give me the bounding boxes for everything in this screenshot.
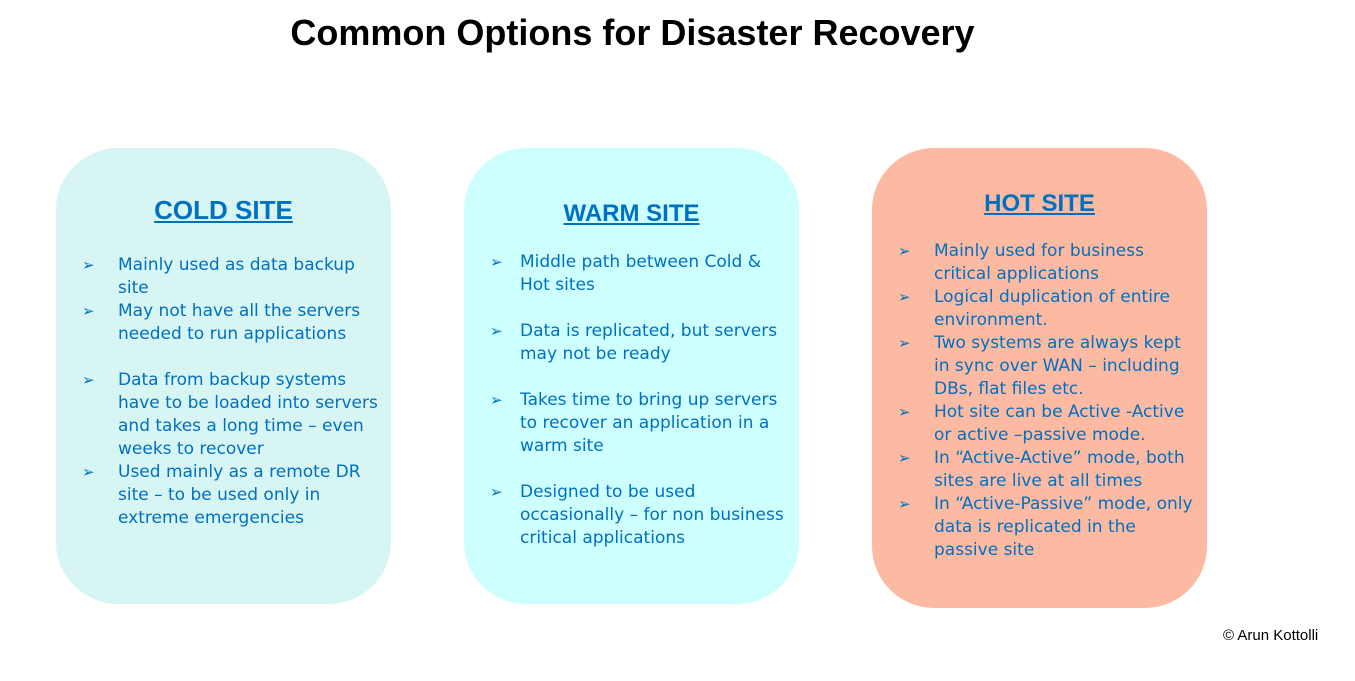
arrow-bullet-icon: ➢ bbox=[898, 288, 911, 306]
bullet-item: ➢ Mainly used for business critical appli… bbox=[872, 240, 1207, 286]
bullet-text: Used mainly as a remote DR site – to be … bbox=[118, 462, 361, 528]
bullet-item: ➢ In “Active-Passive” mode, only data is … bbox=[872, 493, 1207, 562]
bullet-text: Hot site can be Active -Active or active… bbox=[934, 402, 1185, 445]
bullet-item: ➢ In “Active-Active” mode, both sites are… bbox=[872, 447, 1207, 493]
arrow-bullet-icon: ➢ bbox=[490, 483, 503, 501]
bullet-text: In “Active-Passive” mode, only data is r… bbox=[934, 494, 1193, 560]
hot-site-title: HOT SITE bbox=[984, 190, 1095, 217]
bullet-text: Mainly used as data backup site bbox=[118, 255, 355, 298]
warm-site-card: WARM SITE ➢ Middle path between Cold & Ho… bbox=[464, 148, 799, 604]
bullet-text: Middle path between Cold & Hot sites bbox=[520, 252, 761, 295]
bullet-item: ➢ Data is replicated, but servers may not… bbox=[464, 320, 799, 366]
bullet-text: Logical duplication of entire environmen… bbox=[934, 287, 1170, 330]
hot-site-card: HOT SITE ➢ Mainly used for business criti… bbox=[872, 148, 1207, 608]
arrow-bullet-icon: ➢ bbox=[82, 256, 95, 274]
bullet-text: In “Active-Active” mode, both sites are … bbox=[934, 448, 1185, 491]
bullet-text: Takes time to bring up servers to recove… bbox=[520, 390, 778, 456]
bullet-text: Data is replicated, but servers may not … bbox=[520, 321, 778, 364]
bullet-item: ➢ Two systems are always kept in sync ove… bbox=[872, 332, 1207, 401]
arrow-bullet-icon: ➢ bbox=[490, 253, 503, 271]
arrow-bullet-icon: ➢ bbox=[82, 302, 95, 320]
bullet-item: ➢ Logical duplication of entire environme… bbox=[872, 286, 1207, 332]
bullet-text: Two systems are always kept in sync over… bbox=[934, 333, 1181, 399]
arrow-bullet-icon: ➢ bbox=[82, 463, 95, 481]
bullet-item: ➢ Used mainly as a remote DR site – to be… bbox=[56, 461, 391, 530]
bullet-item: ➢ Hot site can be Active -Active or activ… bbox=[872, 401, 1207, 447]
bullet-item: ➢ Takes time to bring up servers to recov… bbox=[464, 389, 799, 458]
bullet-text: Mainly used for business critical applic… bbox=[934, 241, 1144, 284]
arrow-bullet-icon: ➢ bbox=[898, 334, 911, 352]
bullet-text: Data from backup systems have to be load… bbox=[118, 370, 378, 459]
hot-site-bullets: ➢ Mainly used for business critical appli… bbox=[872, 240, 1207, 562]
warm-site-title: WARM SITE bbox=[563, 200, 700, 227]
cold-site-title: COLD SITE bbox=[154, 195, 293, 225]
bullet-text: May not have all the servers needed to r… bbox=[118, 301, 361, 344]
cold-site-card: COLD SITE ➢ Mainly used as data backup si… bbox=[56, 148, 391, 604]
bullet-item: ➢ Data from backup systems have to be loa… bbox=[56, 369, 391, 461]
arrow-bullet-icon: ➢ bbox=[898, 403, 911, 421]
cold-site-bullets: ➢ Mainly used as data backup site ➢ May not… bbox=[56, 254, 391, 530]
page-title: Common Options for Disaster Recovery bbox=[290, 12, 975, 53]
arrow-bullet-icon: ➢ bbox=[898, 449, 911, 467]
bullet-text: Designed to be used occasionally – for n… bbox=[520, 482, 784, 548]
arrow-bullet-icon: ➢ bbox=[82, 371, 95, 389]
bullet-item: ➢ Mainly used as data backup site bbox=[56, 254, 391, 300]
copyright-notice: © Arun Kottolli bbox=[1223, 627, 1319, 644]
warm-site-bullets: ➢ Middle path between Cold & Hot sites ➢ Da… bbox=[464, 251, 799, 550]
arrow-bullet-icon: ➢ bbox=[898, 242, 911, 260]
arrow-bullet-icon: ➢ bbox=[898, 495, 911, 513]
bullet-item: ➢ Middle path between Cold & Hot sites bbox=[464, 251, 799, 297]
bullet-item: ➢ May not have all the servers needed to … bbox=[56, 300, 391, 346]
arrow-bullet-icon: ➢ bbox=[490, 322, 503, 340]
bullet-item: ➢ Designed to be used occasionally – for … bbox=[464, 481, 799, 550]
arrow-bullet-icon: ➢ bbox=[490, 391, 503, 409]
